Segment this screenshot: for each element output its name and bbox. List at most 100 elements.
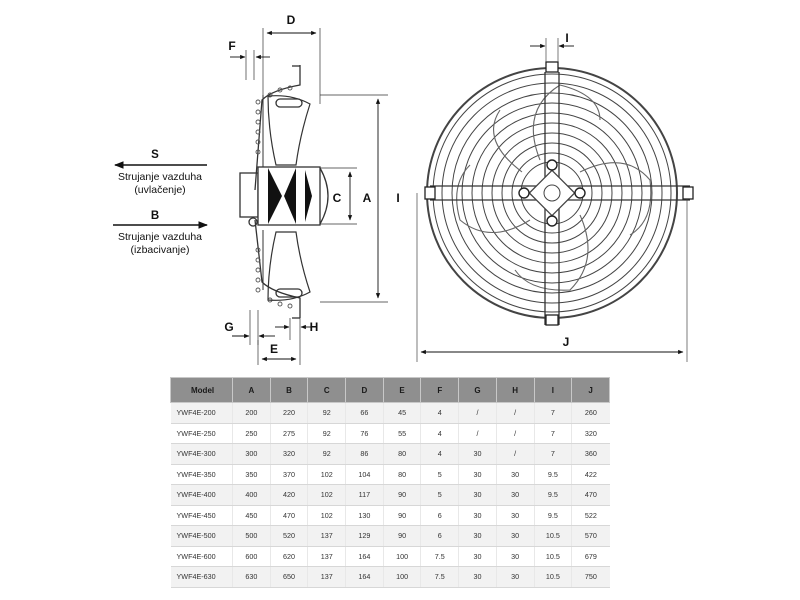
blowing-label-line1: Strujanje vazduha [118,231,202,243]
dimension-cell: 30 [458,505,497,526]
dimension-cell: 102 [307,505,346,526]
dimension-cell: 4 [420,443,459,465]
dimension-cell: 164 [345,566,384,588]
dimension-cell: 320 [571,423,610,444]
hub-centre [543,184,561,202]
dim-i-label: I [565,31,568,45]
dimension-cell: 7.5 [420,566,459,588]
dimension-cell: 102 [307,464,346,485]
table-header-row: Model A B C D E F G H I J [170,377,610,403]
dimension-cell: 10.5 [533,566,572,588]
dimension-cell: 630 [232,566,271,588]
dim-g-label: G [224,320,233,334]
airflow-legend: S Strujanje vazduha (uvlačenje) B Struja… [113,149,208,256]
dimension-cell: 117 [345,484,384,506]
col-header-model: Model [170,377,233,403]
dimension-cell: 7.5 [420,546,459,567]
dimension-cell: 5 [420,464,459,485]
col-header-c: C [307,377,347,403]
dim-a-label: A [363,191,372,205]
dimension-cell: 275 [269,423,308,444]
dimension-cell: 600 [232,546,271,567]
suction-label-line1: Strujanje vazduha [118,171,202,183]
dimension-cell: 9.5 [533,484,572,506]
fan-side-view [230,28,388,365]
dimension-cell: 30 [458,484,497,506]
dimension-cell: 30 [495,525,534,547]
dimension-cell: 522 [571,505,610,526]
col-header-h: H [495,377,535,403]
dimension-cell: 650 [269,566,308,588]
dimension-cell: 7 [533,423,572,444]
dimension-cell: 470 [269,505,308,526]
dimension-cell: 137 [307,566,346,588]
col-header-a: A [232,377,271,403]
dimension-cell: 30 [495,566,534,588]
dimension-cell: / [495,443,534,465]
col-header-e: E [382,377,422,403]
dimension-cell: 92 [307,443,346,465]
dimension-cell: 55 [382,423,421,444]
dim-c-label: C [333,191,342,205]
dimension-cell: 30 [458,464,497,485]
hub-bolts [518,159,586,227]
dimension-cell: / [495,423,534,444]
dimension-cell: 137 [307,525,346,547]
dimension-cell: 7 [533,402,572,424]
dimension-cell: 30 [458,546,497,567]
dimension-cell: 9.5 [533,464,572,485]
dimension-cell: 86 [345,443,384,465]
dimension-cell: 422 [571,464,610,485]
dimension-cell: 620 [269,546,308,567]
model-cell: YWF4E-300 [170,443,233,465]
col-header-i: I [533,377,573,403]
col-header-g: G [458,377,497,403]
dimension-cell: 4 [420,402,459,424]
dimension-cell: 750 [571,566,610,588]
dimension-cell: 220 [269,402,308,424]
model-cell: YWF4E-400 [170,484,233,506]
dimension-cell: 66 [345,402,384,424]
dim-b-label: I [396,191,399,205]
dimension-cell: 300 [232,443,271,465]
model-cell: YWF4E-350 [170,464,233,485]
dimension-cell: 9.5 [533,505,572,526]
terminal-box [248,217,258,227]
suction-letter: S [151,149,159,161]
dim-f-label: F [228,39,235,53]
model-cell: YWF4E-630 [170,566,233,588]
dimension-cell: 7 [533,443,572,465]
rotor-nose [319,167,329,225]
blade-lower [267,231,311,301]
col-header-f: F [420,377,460,403]
model-cell: YWF4E-200 [170,402,233,424]
dimension-cell: 76 [345,423,384,444]
dim-h-label: H [310,320,319,334]
dimension-cell: 350 [232,464,271,485]
dimension-cell: 80 [382,443,421,465]
dimension-cell: 102 [307,484,346,506]
dimension-cell: 10.5 [533,525,572,547]
model-cell: YWF4E-450 [170,505,233,526]
blowing-letter: B [151,210,159,222]
dimension-cell: 450 [232,505,271,526]
dimension-cell: 30 [458,525,497,547]
dimension-cell: 4 [420,423,459,444]
dimension-cell: 30 [458,566,497,588]
mounting-feet [424,61,694,326]
guard-profile-lower [254,219,301,318]
rotor-blades-dark [268,168,312,224]
dimension-cell: 470 [571,484,610,506]
dimension-cell: / [458,423,497,444]
dimension-cell: 90 [382,525,421,547]
dimension-cell: 370 [269,464,308,485]
dimension-cell: 360 [571,443,610,465]
